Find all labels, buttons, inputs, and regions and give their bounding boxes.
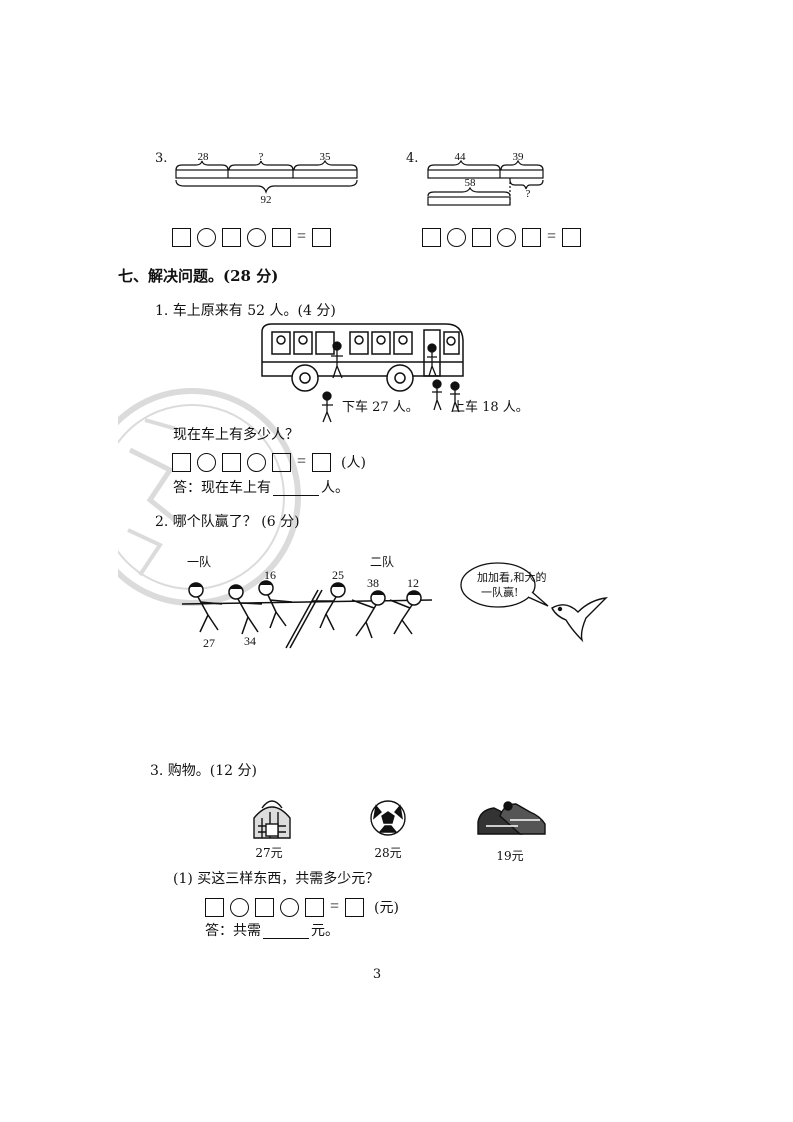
q4-label-b: 39 bbox=[512, 151, 524, 163]
team2-member-value: 12 bbox=[407, 576, 419, 590]
section-heading: 七、解决问题。(28 分) bbox=[118, 267, 279, 285]
operator-circle bbox=[230, 897, 249, 917]
q4-equation-row: = bbox=[422, 227, 582, 247]
team1-kid bbox=[188, 582, 223, 633]
answer-box bbox=[172, 227, 191, 247]
answer-suffix: 元。 bbox=[311, 923, 339, 939]
q3-total: 92 bbox=[260, 194, 272, 206]
team1-kid bbox=[258, 580, 293, 629]
team2-kid bbox=[389, 590, 422, 635]
operator-circle bbox=[247, 227, 266, 247]
q4-label-d: ? bbox=[525, 188, 531, 200]
answer-box bbox=[312, 452, 332, 472]
problem1-question: 现在车上有多少人？ bbox=[173, 427, 299, 443]
answer-prefix: 答：现在车上有 bbox=[173, 480, 271, 496]
problem3-answer-line: 答：共需 元。 bbox=[205, 923, 339, 939]
answer-box bbox=[272, 452, 291, 472]
team1-member-value: 16 bbox=[264, 568, 276, 582]
answer-box bbox=[345, 897, 365, 917]
answer-box bbox=[205, 897, 224, 917]
page-number: 3 bbox=[372, 967, 382, 982]
answer-box bbox=[255, 897, 274, 917]
team1-kid bbox=[228, 584, 263, 635]
center-pole bbox=[285, 589, 319, 649]
q3-number: 3. bbox=[155, 151, 168, 166]
q3-label-a: 28 bbox=[197, 151, 209, 163]
bird-icon bbox=[551, 597, 608, 643]
operator-circle bbox=[280, 897, 299, 917]
operator-circle bbox=[197, 452, 216, 472]
hint-line: 加加看,和大的 bbox=[477, 571, 547, 584]
answer-box bbox=[422, 227, 441, 247]
problem1-equation-row: = (人) bbox=[172, 452, 366, 472]
shoes-price: 19元 bbox=[496, 849, 524, 863]
equals-sign: = bbox=[547, 228, 557, 245]
got-off-label: 下车 27 人。 bbox=[342, 400, 419, 415]
soccer-ball-price: 28元 bbox=[374, 846, 402, 860]
q3-bar-diagram bbox=[175, 159, 358, 194]
tug-of-war-illustration bbox=[181, 580, 433, 649]
problem3-equation-row: = (元) bbox=[205, 897, 399, 917]
answer-box bbox=[305, 897, 324, 917]
answer-box bbox=[522, 227, 541, 247]
q4-label-c: 58 bbox=[464, 177, 476, 189]
got-on-label: 上车 18 人。 bbox=[452, 400, 529, 415]
answer-box bbox=[172, 452, 191, 472]
team2-kid bbox=[312, 582, 346, 631]
problem2-title: 2. 哪个队赢了？ (6 分) bbox=[155, 514, 300, 530]
operator-circle bbox=[447, 227, 466, 247]
team1-member-value: 27 bbox=[203, 636, 215, 650]
q3-label-c: 35 bbox=[319, 151, 331, 163]
basket-price: 27元 bbox=[255, 846, 283, 860]
team1-member-value: 34 bbox=[244, 634, 256, 648]
problem1-answer-line: 答：现在车上有 人。 bbox=[173, 480, 349, 496]
problem3-title: 3. 购物。(12 分) bbox=[150, 763, 257, 779]
unit-label: (元) bbox=[374, 900, 399, 916]
team2-member-value: 38 bbox=[367, 576, 379, 590]
bus-illustration bbox=[261, 323, 464, 392]
operator-circle bbox=[247, 452, 266, 472]
hint-line: 一队赢! bbox=[481, 586, 519, 599]
answer-box bbox=[222, 452, 241, 472]
answer-box bbox=[272, 227, 291, 247]
operator-circle bbox=[497, 227, 516, 247]
unit-label: (人) bbox=[341, 455, 366, 471]
answer-suffix: 人。 bbox=[321, 480, 349, 496]
operator-circle bbox=[197, 227, 216, 247]
answer-box bbox=[562, 227, 582, 247]
problem3-sub1-question: (1) 买这三样东西，共需多少元？ bbox=[173, 871, 380, 887]
answer-blank bbox=[263, 924, 309, 939]
q3-equation-row: = bbox=[172, 227, 332, 247]
shoes-icon bbox=[477, 801, 546, 835]
q3-label-b: ? bbox=[258, 151, 264, 163]
soccer-ball-icon bbox=[370, 800, 406, 836]
problem1-title: 1. 车上原来有 52 人。(4 分) bbox=[155, 303, 336, 319]
q4-number: 4. bbox=[406, 151, 419, 166]
team2-label: 二队 bbox=[370, 555, 395, 569]
q4-label-a: 44 bbox=[454, 151, 466, 163]
speech-bubble bbox=[460, 562, 549, 608]
answer-box bbox=[312, 227, 332, 247]
team2-kid bbox=[351, 590, 386, 639]
team1-label: 一队 bbox=[187, 555, 212, 569]
answer-blank bbox=[273, 481, 319, 496]
team2-member-value: 25 bbox=[332, 568, 344, 582]
answer-box bbox=[222, 227, 241, 247]
passenger-figures bbox=[322, 341, 460, 423]
answer-prefix: 答：共需 bbox=[205, 923, 261, 939]
equals-sign: = bbox=[297, 228, 307, 245]
q4-bar-diagram bbox=[427, 159, 544, 206]
answer-box bbox=[472, 227, 491, 247]
basket-icon bbox=[253, 800, 291, 839]
equals-sign: = bbox=[330, 898, 340, 915]
equals-sign: = bbox=[297, 453, 307, 470]
